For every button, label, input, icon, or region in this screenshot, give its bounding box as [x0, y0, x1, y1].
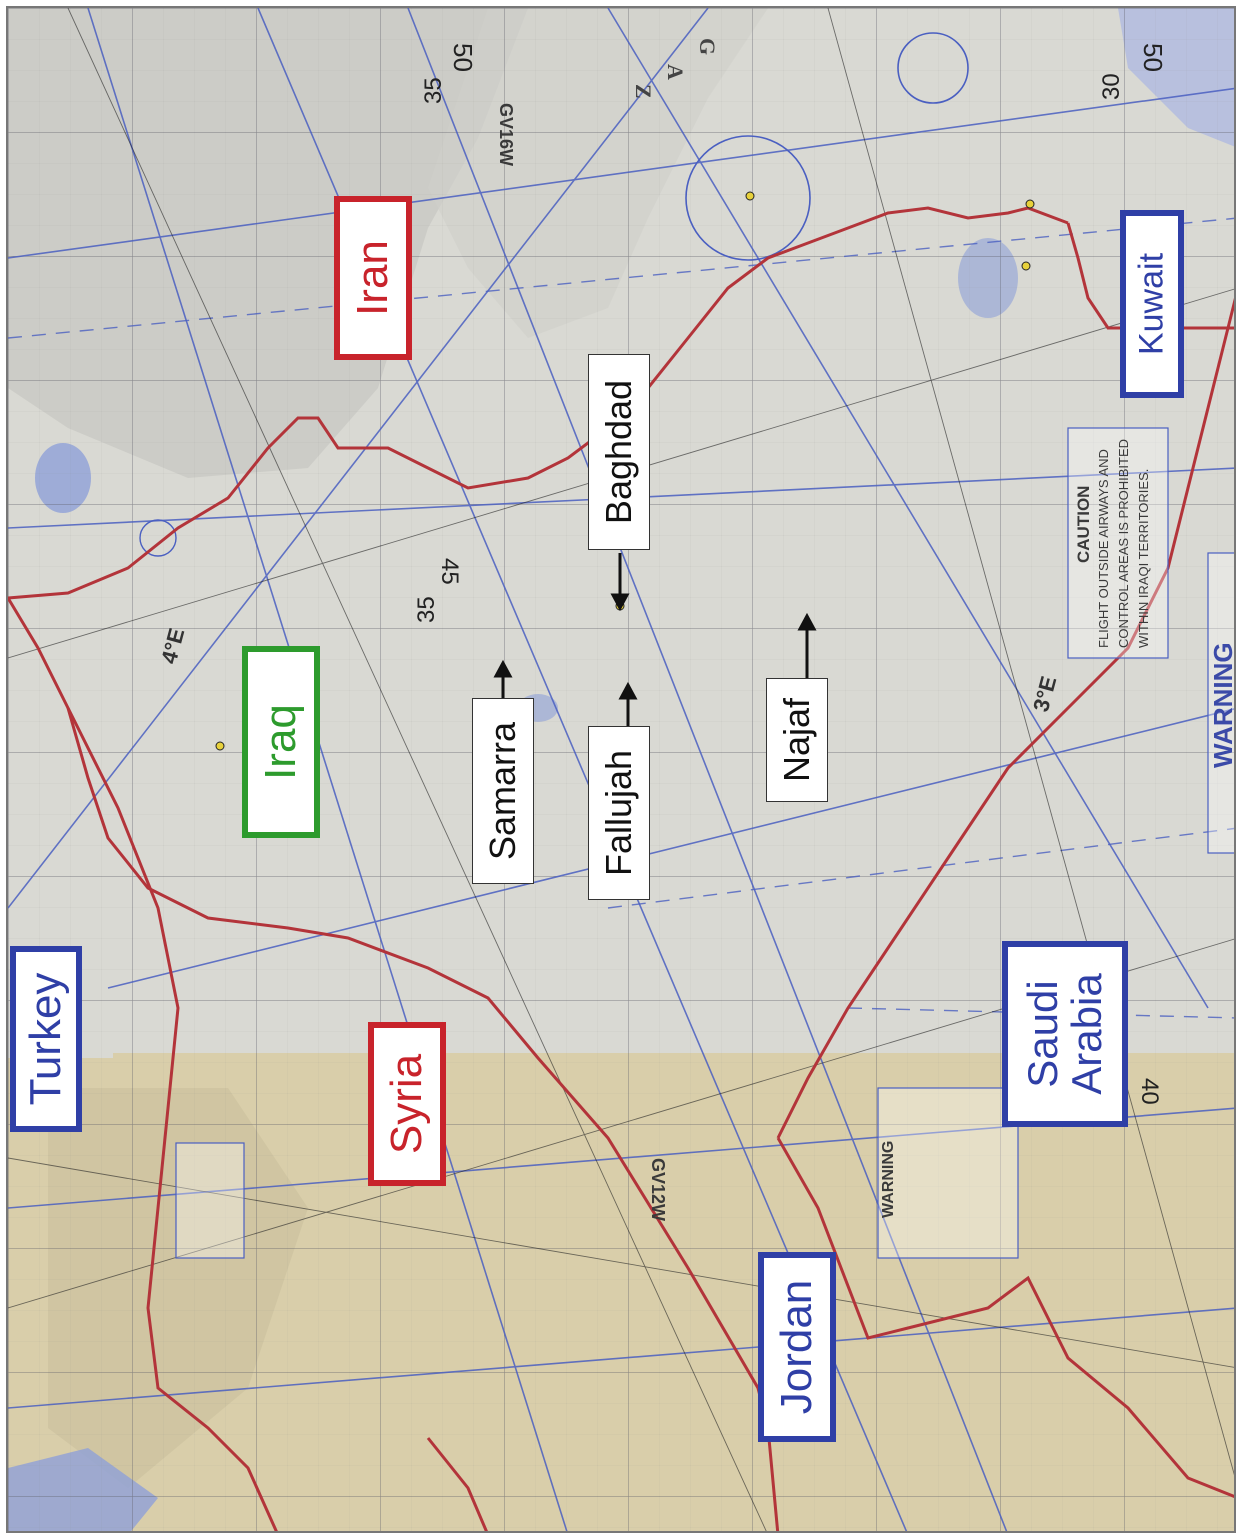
range-ring-2 — [897, 32, 969, 104]
city-label-fallujah: Fallujah — [588, 726, 650, 900]
grid-label-50-right: 50 — [1138, 43, 1168, 72]
international-borders — [8, 206, 1234, 1531]
country-name-iran: Iran — [348, 240, 397, 316]
country-name-syria: Syria — [382, 1053, 431, 1155]
grid-label-35-top: 35 — [420, 77, 447, 104]
city-arrows — [493, 553, 817, 732]
grid-label-30: 30 — [1098, 73, 1125, 100]
country-name-jordan: Jordan — [772, 1279, 821, 1415]
grid-label-40: 40 — [1136, 1078, 1163, 1105]
country-name-saudi-arabia: Saudi Arabia — [1018, 973, 1110, 1095]
zagros-letter-g: G — [695, 38, 720, 56]
route-gv12w: GV12W — [648, 1158, 668, 1222]
grid-label-35-mid: 35 — [413, 596, 440, 623]
grid-label-50-top: 50 — [448, 43, 478, 72]
thin-black-lines — [8, 8, 1234, 1531]
grid-label-45: 45 — [436, 558, 463, 585]
city-label-najaf: Najaf — [766, 678, 828, 802]
country-label-turkey: Turkey — [10, 946, 82, 1132]
chart-boxes — [175, 427, 1234, 1259]
range-ring-3 — [139, 519, 177, 557]
warning-label-jordan: WARNING — [880, 1140, 897, 1218]
country-name-kuwait: Kuwait — [1132, 252, 1171, 356]
range-ring-1 — [685, 135, 811, 261]
route-gv16w: GV16W — [496, 103, 516, 167]
zagros-letter-z: Z — [631, 84, 656, 99]
country-label-kuwait: Kuwait — [1120, 210, 1184, 398]
zagros-letter-a: A — [663, 64, 688, 80]
country-label-iraq: Iraq — [242, 646, 320, 838]
country-label-jordan: Jordan — [758, 1252, 836, 1442]
country-name-iraq: Iraq — [256, 704, 305, 780]
city-name-baghdad: Baghdad — [598, 379, 639, 525]
city-name-najaf: Najaf — [776, 697, 817, 783]
city-name-samarra: Samarra — [482, 721, 523, 861]
city-label-samarra: Samarra — [472, 698, 534, 884]
caution-title: CAUTION — [1074, 485, 1093, 563]
country-label-saudi-arabia: Saudi Arabia — [1002, 941, 1128, 1127]
city-label-baghdad: Baghdad — [588, 354, 650, 550]
caution-line-3: WITHIN IRAQI TERRITORIES. — [1136, 468, 1151, 648]
country-name-turkey: Turkey — [21, 972, 70, 1106]
country-label-iran: Iran — [334, 196, 412, 360]
caution-line-1: FLIGHT OUTSIDE AIRWAYS AND — [1096, 449, 1111, 648]
map-frame: CAUTION FLIGHT OUTSIDE AIRWAYS AND CONTR… — [6, 6, 1236, 1533]
city-name-fallujah: Fallujah — [598, 749, 639, 877]
country-label-syria: Syria — [368, 1022, 446, 1186]
warning-label: WARNING — [1208, 642, 1236, 768]
caution-line-2: CONTROL AREAS IS PROHIBITED — [1116, 438, 1131, 648]
airports — [215, 191, 1035, 751]
